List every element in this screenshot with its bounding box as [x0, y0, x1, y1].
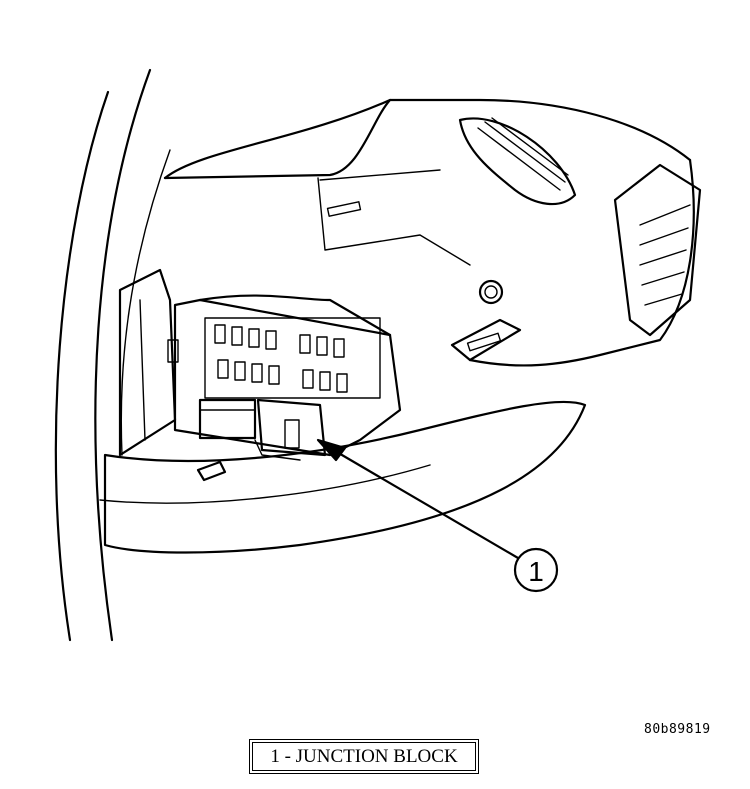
defroster-vent: [458, 117, 577, 206]
relay-left: [198, 398, 257, 440]
side-vent-louver-1: [639, 204, 691, 226]
dash-upper-lip: [163, 98, 392, 180]
dash-slot-left: [326, 201, 362, 217]
connector-block: [256, 398, 327, 457]
caption-text: 1 - JUNCTION BLOCK: [270, 745, 458, 767]
side-vent-louver-5: [644, 293, 683, 306]
side-vent-louver-2: [639, 227, 689, 246]
junction-block-top: [198, 294, 392, 337]
kick-panel: [118, 268, 177, 457]
connector-tab: [284, 419, 300, 449]
callout-arrow-line: [328, 446, 520, 560]
dash-ridge: [317, 177, 471, 266]
dash-top-cowl: [163, 98, 692, 180]
dash-ridge-2: [319, 169, 441, 181]
relay-left-face: [199, 399, 256, 411]
callout-arrowhead: [316, 438, 347, 462]
defroster-slot-2: [484, 121, 566, 183]
lower-dash-trim: [99, 464, 431, 504]
figure-id: 80b89819: [644, 722, 711, 737]
junction-block-illustration: 1: [54, 68, 702, 642]
kick-panel-inner: [139, 299, 146, 441]
mounting-screw: [478, 279, 504, 305]
callout-circle: [513, 547, 559, 593]
dash-slot-right: [466, 332, 502, 352]
connector-clip: [254, 439, 301, 461]
side-vent-louver-4: [641, 271, 685, 286]
side-vent: [613, 163, 702, 337]
fuse-array: [204, 317, 381, 399]
dash-right-end: [468, 158, 695, 367]
callout-number: 1: [528, 556, 544, 587]
lower-clip: [196, 460, 227, 482]
a-pillar-outer: [54, 90, 110, 642]
defroster-slot-1: [477, 127, 561, 191]
kick-panel-slot: [167, 339, 179, 363]
lower-dash-shelf: [103, 400, 587, 554]
defroster-slot-3: [491, 117, 569, 176]
a-pillar-edge: [120, 149, 171, 456]
dash-tab: [450, 318, 522, 362]
mounting-screw-inner: [484, 285, 498, 299]
caption-box: 1 - JUNCTION BLOCK: [249, 739, 479, 774]
junction-block-housing: [173, 298, 402, 457]
caption-box-inner-border: [252, 742, 476, 771]
a-pillar-inner: [94, 68, 152, 642]
side-vent-louver-3: [639, 249, 687, 266]
